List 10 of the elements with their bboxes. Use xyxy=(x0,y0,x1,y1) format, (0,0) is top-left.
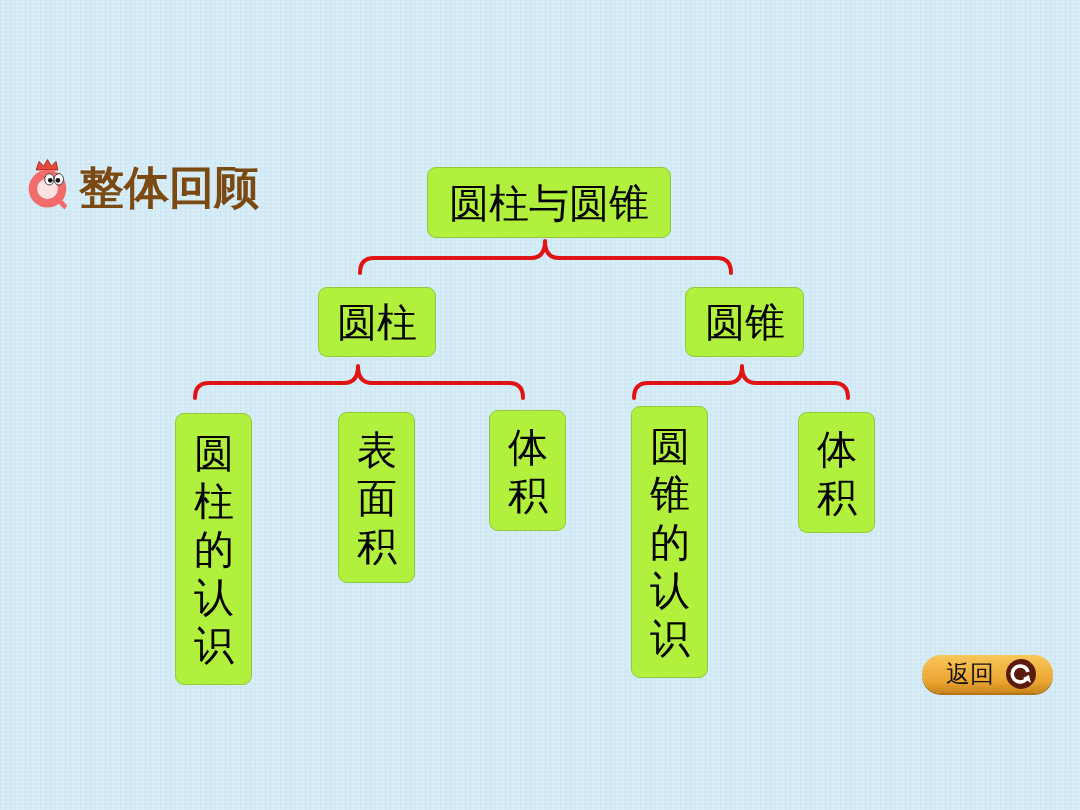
topic-box: 体积 xyxy=(489,410,566,531)
back-button: 返回 xyxy=(922,655,1053,693)
page-title: 整体回顾 xyxy=(79,165,259,210)
topic-box: 圆锥 xyxy=(685,287,804,357)
topic-box: 表面积 xyxy=(338,412,415,583)
topic-box: 圆锥的认识 xyxy=(631,406,708,678)
topic-box: 圆柱与圆锥 xyxy=(427,167,671,238)
topic-box: 体积 xyxy=(798,412,875,533)
topic-box: 圆柱 xyxy=(318,287,436,357)
topic-box: 圆柱的认识 xyxy=(175,413,252,685)
